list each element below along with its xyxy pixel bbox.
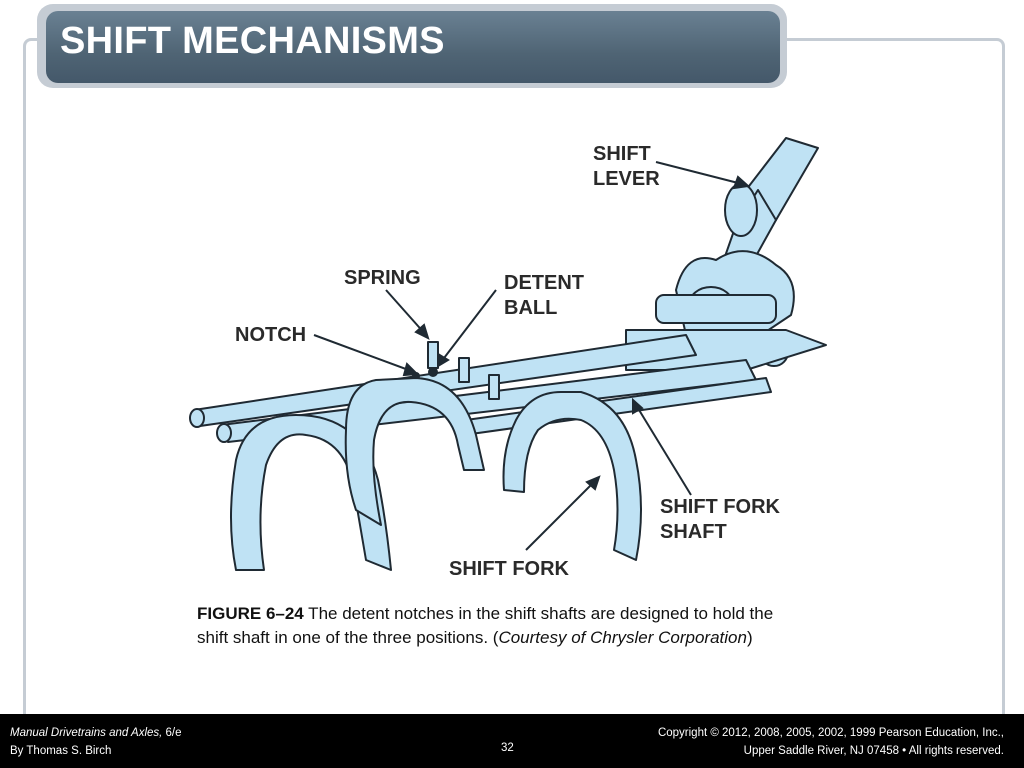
label-shift-lever-1: SHIFT [593, 143, 651, 165]
label-shift-fork-shaft-1: SHIFT FORK [660, 496, 781, 518]
label-shift-fork: SHIFT FORK [449, 558, 570, 580]
figure-caption: FIGURE 6–24 The detent notches in the sh… [197, 602, 787, 649]
shaft-middle-end [216, 423, 232, 443]
footer-book-info: Manual Drivetrains and Axles, 6/e By Tho… [10, 724, 182, 760]
detent-ball [428, 367, 438, 377]
footer-copyright-line2: Upper Saddle River, NJ 07458 • All right… [743, 745, 1004, 757]
label-detent-ball-2: BALL [504, 297, 557, 319]
footer: Manual Drivetrains and Axles, 6/e By Tho… [0, 714, 1024, 768]
leader-shift-fork [525, 479, 597, 551]
leader-notch [313, 334, 415, 373]
footer-book-title: Manual Drivetrains and Axles, [10, 727, 163, 739]
pivot-bracket [655, 294, 777, 324]
figure-number: FIGURE 6–24 [197, 604, 304, 623]
leader-shift-lever [655, 161, 747, 186]
shift-mechanism-illustration: SHIFT LEVER SPRING DETENT BALL NOTCH SHI… [189, 137, 827, 580]
detent-spring-2 [458, 357, 470, 383]
shaft-top-end [189, 408, 205, 428]
detent-spring-3 [488, 374, 500, 400]
label-detent-ball-1: DETENT [504, 272, 584, 294]
footer-copyright-line1: Copyright © 2012, 2008, 2005, 2002, 1999… [657, 727, 1004, 739]
leader-shift-fork-shaft [635, 404, 692, 496]
slide-title: SHIFT MECHANISMS [60, 20, 445, 62]
footer-copyright: Copyright © 2012, 2008, 2005, 2002, 1999… [658, 724, 1004, 760]
label-notch: NOTCH [235, 324, 306, 346]
footer-author: By Thomas S. Birch [10, 745, 112, 757]
label-shift-fork-shaft-2: SHAFT [660, 521, 727, 543]
shift-fork-middle [344, 377, 485, 526]
title-bar [46, 11, 780, 83]
caption-close: ) [746, 627, 753, 647]
leader-detent-ball [440, 289, 497, 363]
label-shift-lever-2: LEVER [593, 168, 660, 190]
leader-spring [385, 289, 427, 336]
shift-lever-knob [724, 183, 758, 237]
caption-credit: Courtesy of Chrysler Corporation [498, 627, 747, 647]
label-spring: SPRING [344, 267, 421, 289]
footer-edition: 6/e [162, 727, 182, 739]
shift-fork-right [502, 391, 642, 561]
caption-text: The detent notches in the shift shafts a… [197, 604, 774, 647]
footer-page-number: 32 [501, 742, 514, 754]
detent-spring-1 [427, 341, 439, 369]
